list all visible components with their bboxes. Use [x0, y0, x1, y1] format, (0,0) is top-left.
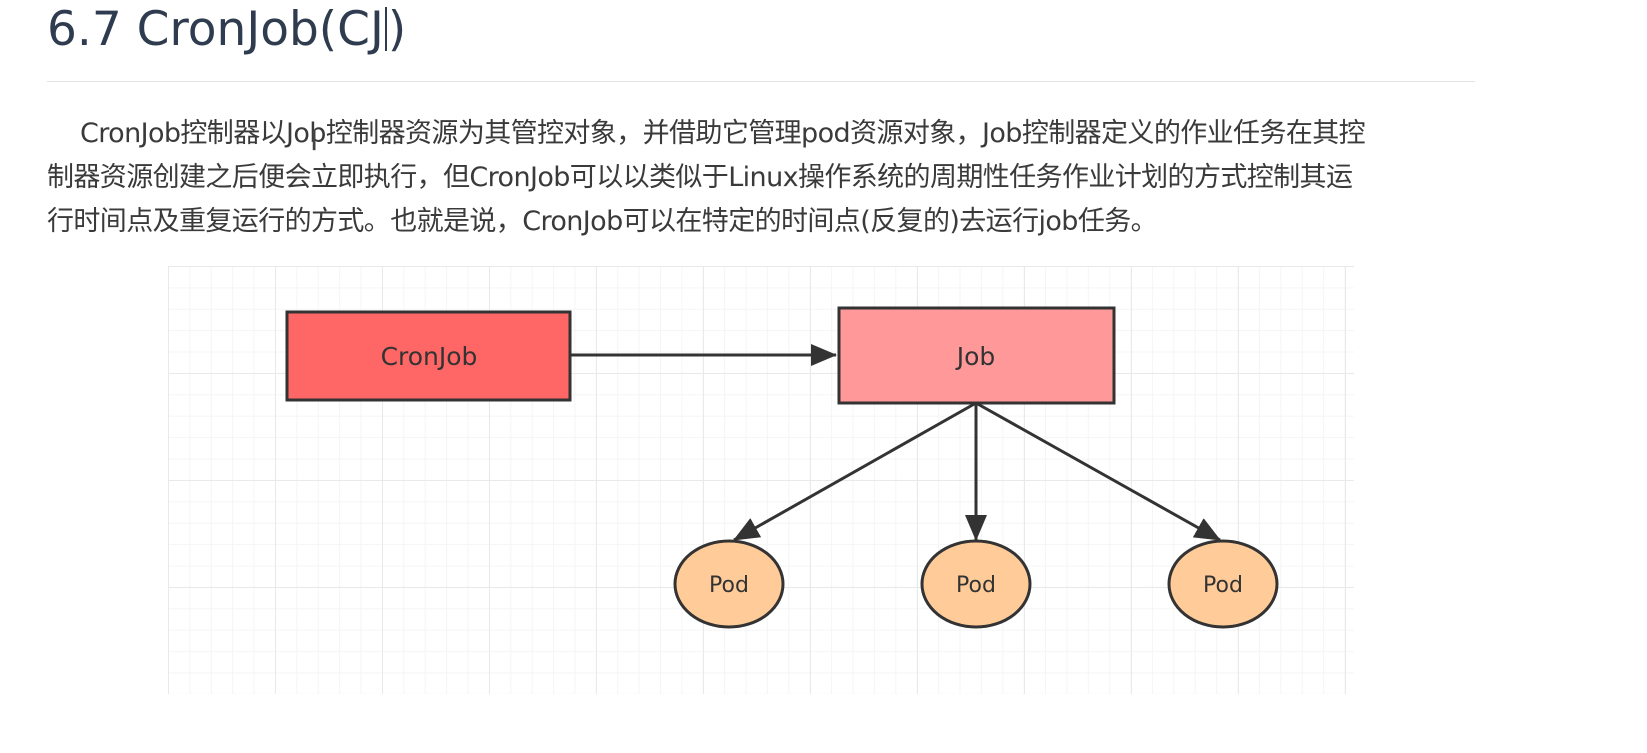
node-cronjob: CronJob: [285, 310, 572, 402]
node-cronjob-label: CronJob: [381, 342, 478, 371]
node-job: Job: [837, 306, 1116, 405]
node-pod-left: Pod: [673, 539, 785, 629]
node-pod-right: Pod: [1167, 539, 1279, 629]
section-heading-closing: ): [387, 2, 407, 57]
node-pod-left-label: Pod: [709, 573, 749, 598]
paragraph-line-3: 行时间点及重复运行的方式。也就是说，CronJob可以在特定的时间点(反复的)去…: [47, 206, 1158, 237]
node-pod-left-shape: [673, 539, 785, 629]
section-heading-text: 6.7 CronJob(CJ: [47, 2, 384, 57]
text-caret-icon: [384, 7, 387, 51]
node-pod-middle-shape: [920, 539, 1032, 629]
cronjob-diagram: CronJob Job Pod Pod Pod: [168, 266, 1354, 694]
edge-job-to-pod-left: [733, 401, 977, 542]
mouse-text-cursor-icon: I: [310, 124, 319, 157]
node-pod-right-label: Pod: [1203, 573, 1243, 598]
node-pod-right-shape: [1167, 539, 1279, 629]
node-job-label: Job: [955, 342, 996, 371]
edge-job-to-pod-right: [975, 401, 1221, 542]
node-cronjob-box: [285, 310, 572, 402]
paragraph-line-1: CronJob控制器以Job控制器资源为其管控对象，并借助它管理pod资源对象，…: [80, 118, 1366, 149]
node-job-box: [837, 306, 1116, 405]
node-pod-middle: Pod: [920, 539, 1032, 629]
diagram-canvas: CronJob Job Pod Pod Pod: [285, 306, 1279, 629]
section-heading: 6.7 CronJob(CJ): [47, 0, 406, 60]
heading-divider: [47, 81, 1475, 82]
node-pod-middle-label: Pod: [956, 573, 996, 598]
paragraph-line-2: 制器资源创建之后便会立即执行，但CronJob可以以类似于Linux操作系统的周…: [47, 162, 1353, 193]
description-paragraph: CronJob控制器以Job控制器资源为其管控对象，并借助它管理pod资源对象，…: [47, 112, 1487, 244]
